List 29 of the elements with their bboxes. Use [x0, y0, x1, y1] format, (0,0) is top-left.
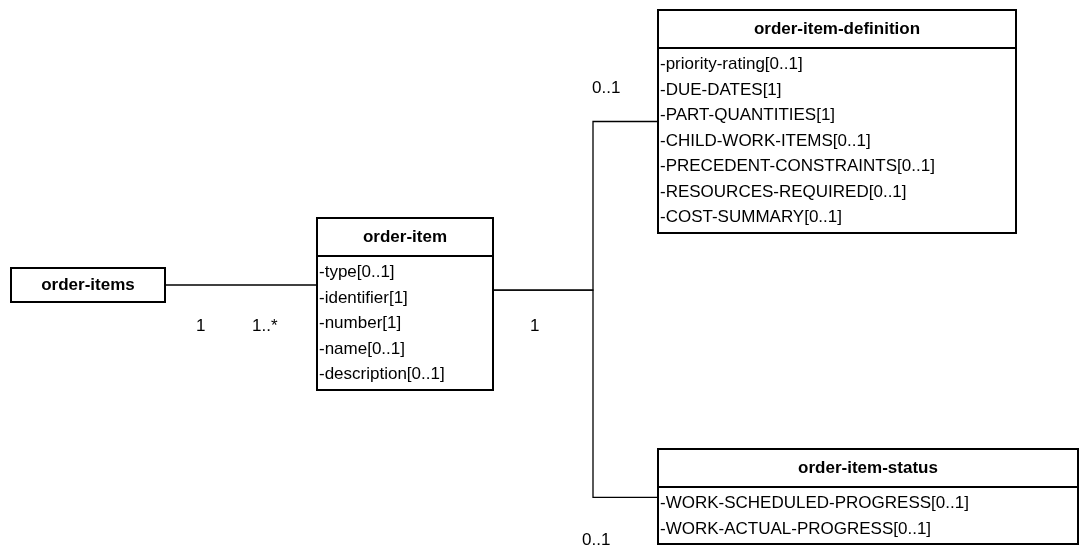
attribute: -PART-QUANTITIES[1]	[660, 104, 837, 126]
class-name: order-item	[318, 219, 492, 257]
multiplicity-label: 1..*	[252, 316, 278, 336]
class-box	[657, 9, 1017, 234]
association-line	[165, 284, 317, 286]
attribute: -name[0..1]	[319, 337, 406, 360]
class-name: order-item-definition	[659, 11, 1015, 49]
attribute: -PRECEDENT-CONSTRAINTS[0..1]	[660, 155, 936, 177]
class-name: order-item-status	[659, 450, 1077, 488]
attribute: -number[1]	[319, 312, 403, 334]
attribute: -WORK-ACTUAL-PROGRESS[0..1]	[660, 517, 933, 540]
association-line	[493, 289, 658, 499]
multiplicity-label: 0..1	[592, 78, 621, 98]
multiplicity-label: 0..1	[582, 530, 611, 550]
attribute: -RESOURCES-REQUIRED[0..1]	[660, 180, 908, 203]
class-name: order-items	[40, 274, 136, 296]
attribute: -DUE-DATES[1]	[660, 78, 783, 101]
attribute: -WORK-SCHEDULED-PROGRESS[0..1]	[660, 492, 970, 514]
class-box	[10, 267, 166, 303]
class-box	[316, 217, 494, 391]
attribute: -type[0..1]	[319, 261, 396, 283]
attribute: -COST-SUMMARY[0..1]	[660, 206, 843, 228]
attribute: -CHILD-WORK-ITEMS[0..1]	[660, 129, 872, 152]
attribute: -identifier[1]	[319, 286, 409, 309]
attribute: -priority-rating[0..1]	[660, 53, 804, 75]
attribute: -description[0..1]	[319, 363, 446, 385]
multiplicity-label: 1	[530, 316, 540, 336]
multiplicity-label: 1	[196, 316, 206, 336]
class-box	[657, 448, 1079, 545]
